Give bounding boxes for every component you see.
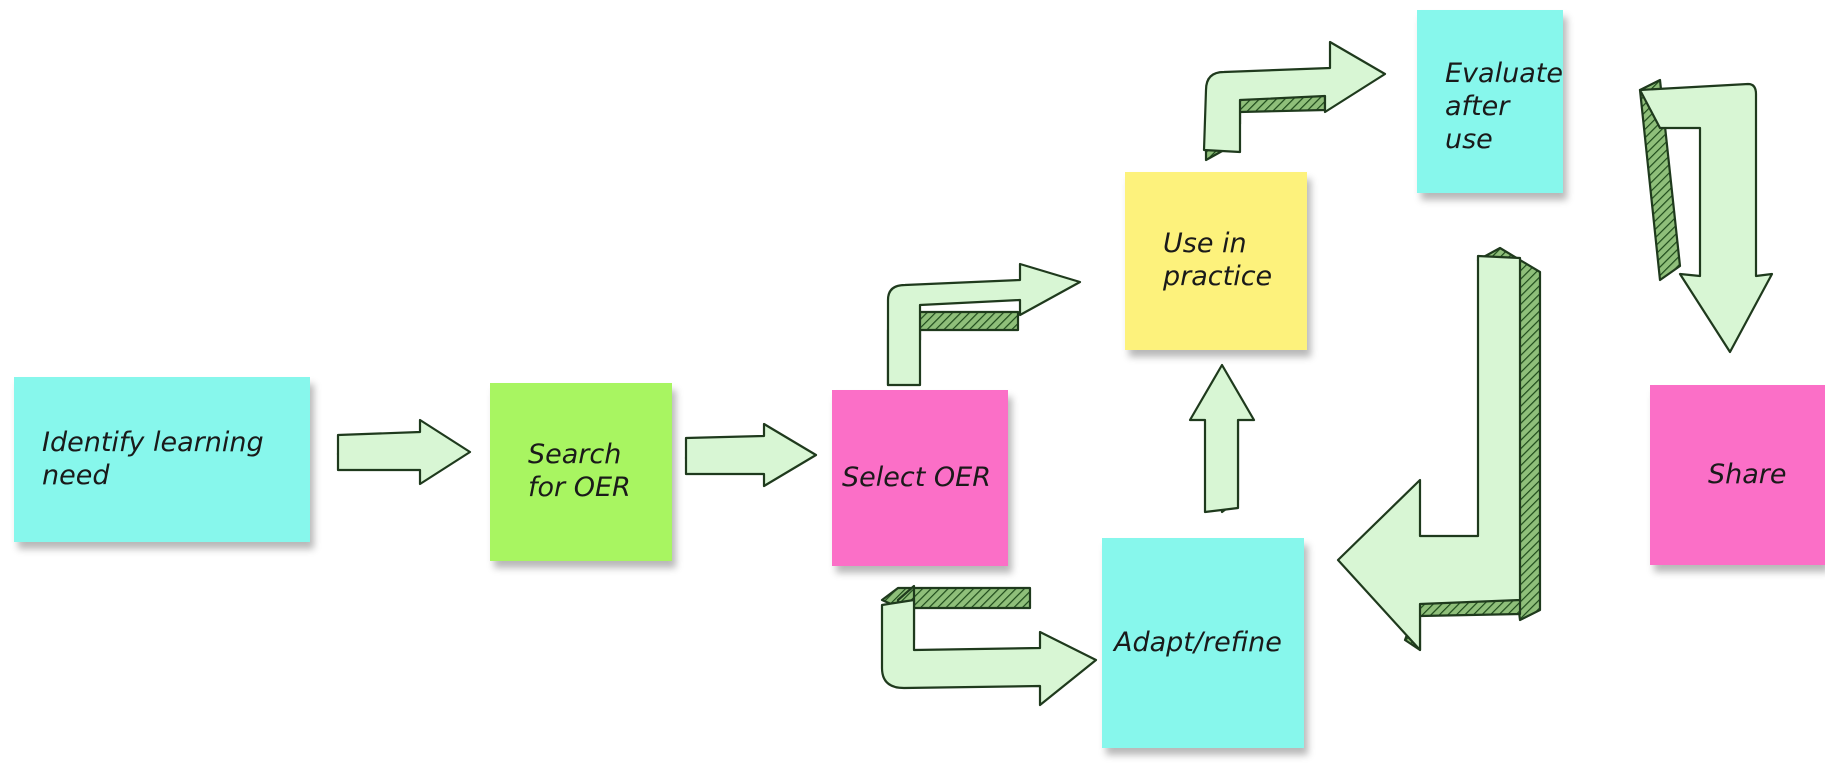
step-use-in-practice: Use in practice — [1125, 172, 1307, 350]
step-identify-learning-need: Identify learning need — [14, 377, 310, 542]
arrow-use-to-evaluate — [1202, 40, 1387, 162]
step-label: Evaluate after use — [1445, 58, 1563, 155]
arrow-search-to-select — [684, 422, 818, 488]
step-share: Share — [1650, 385, 1825, 565]
arrow-loop-to-adapt — [1336, 246, 1542, 652]
step-adapt-refine: Adapt/refine — [1102, 538, 1304, 748]
step-label: Use in practice — [1163, 228, 1273, 292]
step-evaluate-after-use: Evaluate after use — [1417, 10, 1563, 193]
arrow-select-to-use — [886, 262, 1082, 387]
arrow-identify-to-search — [336, 418, 472, 486]
arrow-adapt-to-use — [1188, 363, 1256, 514]
arrow-select-to-adapt — [880, 584, 1098, 707]
step-label: Search for OER — [528, 439, 631, 503]
step-label: Select OER — [842, 461, 991, 493]
step-label: Share — [1708, 458, 1787, 490]
arrow-evaluate-to-share — [1638, 78, 1774, 354]
step-search-for-oer: Search for OER — [490, 383, 672, 561]
step-label: Adapt/refine — [1114, 626, 1282, 658]
step-label: Identify learning need — [42, 426, 264, 491]
step-select-oer: Select OER — [832, 390, 1008, 566]
